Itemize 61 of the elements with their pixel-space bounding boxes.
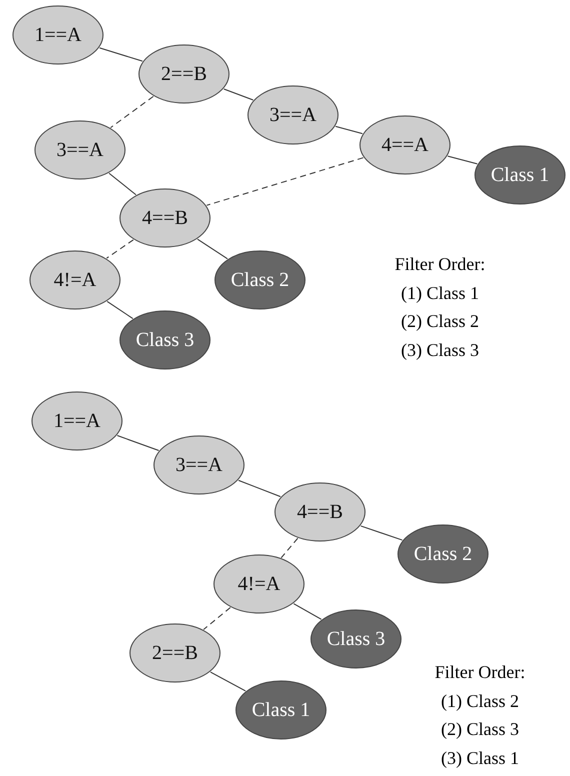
connector-line bbox=[238, 480, 281, 498]
filter-order-item: (1) Class 2 bbox=[441, 692, 519, 710]
condition-label: 3==A bbox=[269, 104, 316, 126]
class-ellipse bbox=[474, 145, 566, 205]
condition-label: 2==B bbox=[161, 62, 207, 86]
condition-label: 2==B bbox=[152, 642, 198, 664]
condition-label: 4==B bbox=[142, 206, 188, 230]
condition-ellipse bbox=[274, 482, 366, 542]
dashed-connector-line bbox=[110, 96, 154, 128]
filter-order-item: (2) Class 3 bbox=[441, 720, 519, 738]
condition-ellipse bbox=[34, 120, 126, 180]
class-ellipse bbox=[235, 680, 327, 740]
dashed-connector-line bbox=[203, 607, 231, 630]
connector-line bbox=[223, 88, 254, 100]
condition-ellipse bbox=[138, 44, 230, 104]
filter-order-heading: Filter Order: bbox=[394, 255, 486, 273]
condition-ellipse bbox=[213, 554, 305, 614]
condition-ellipse bbox=[31, 391, 123, 451]
class-label: Class 1 bbox=[252, 698, 310, 722]
class-label: Class 2 bbox=[230, 268, 290, 292]
class-label: Class 3 bbox=[136, 328, 194, 352]
connector-line bbox=[106, 300, 134, 320]
filter-order-item: (1) Class 1 bbox=[401, 284, 479, 302]
connector-line bbox=[360, 525, 403, 541]
dashed-connector-line bbox=[280, 538, 298, 558]
condition-label: 3==A bbox=[175, 454, 222, 476]
filter-order-item: (2) Class 2 bbox=[401, 312, 479, 330]
class-ellipse bbox=[214, 250, 306, 310]
connector-line bbox=[116, 435, 160, 451]
connector-line bbox=[108, 172, 136, 196]
connector-line bbox=[293, 603, 322, 620]
condition-ellipse bbox=[29, 250, 121, 310]
condition-label: 4!=A bbox=[54, 268, 96, 292]
filter-order-heading: Filter Order: bbox=[434, 663, 526, 681]
class-label: Class 1 bbox=[490, 164, 550, 186]
condition-label: 1==A bbox=[53, 410, 100, 432]
condition-label: 4==A bbox=[381, 134, 428, 156]
condition-ellipse bbox=[129, 623, 221, 683]
connector-line bbox=[210, 672, 246, 692]
dashed-connector-line bbox=[106, 239, 134, 259]
class-label: Class 3 bbox=[326, 628, 386, 650]
condition-label: 4==B bbox=[297, 500, 343, 524]
condition-label: 4!=A bbox=[238, 572, 280, 596]
class-ellipse bbox=[310, 609, 402, 669]
class-ellipse bbox=[119, 310, 211, 370]
condition-ellipse bbox=[153, 435, 245, 495]
filter-order-item: (3) Class 1 bbox=[441, 749, 519, 767]
condition-ellipse bbox=[12, 5, 104, 65]
condition-label: 1==A bbox=[34, 24, 82, 46]
class-label: Class 2 bbox=[414, 542, 472, 566]
connector-line bbox=[99, 47, 143, 62]
condition-label: 3==A bbox=[56, 138, 104, 162]
filter-order-item: (3) Class 3 bbox=[401, 341, 479, 359]
connector-line bbox=[197, 238, 228, 260]
condition-ellipse bbox=[119, 188, 211, 248]
condition-ellipse bbox=[247, 85, 339, 145]
dashed-connector-line bbox=[206, 157, 364, 206]
class-ellipse bbox=[397, 524, 489, 584]
connector-line bbox=[335, 126, 363, 134]
condition-ellipse bbox=[359, 115, 451, 175]
connector-line bbox=[447, 156, 478, 164]
